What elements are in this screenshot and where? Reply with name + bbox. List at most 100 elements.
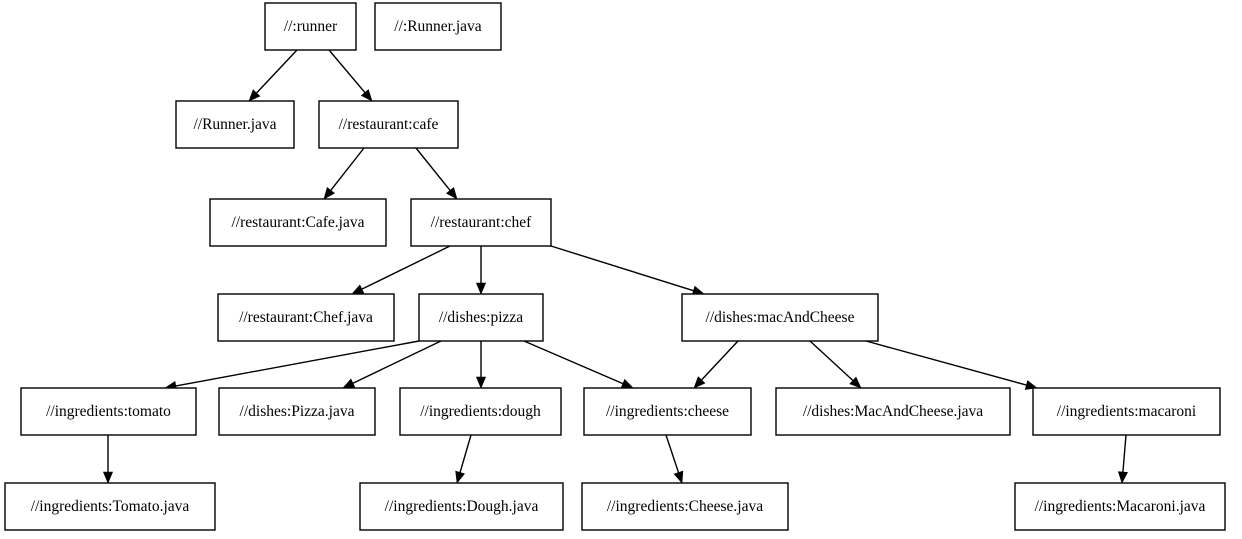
edge-arrowhead bbox=[248, 89, 261, 102]
graph-node-ingredients_cheese[interactable]: //ingredients:cheese bbox=[583, 387, 752, 436]
node-box[interactable] bbox=[20, 387, 197, 436]
edge-line bbox=[459, 434, 472, 473]
graph-node-runner_java[interactable]: //Runner.java bbox=[175, 100, 295, 149]
node-box[interactable] bbox=[418, 293, 544, 342]
node-label: //ingredients:Dough.java bbox=[385, 498, 539, 515]
edge-line bbox=[809, 340, 854, 382]
graph-edge bbox=[665, 434, 684, 484]
node-box[interactable] bbox=[581, 482, 789, 531]
edge-line bbox=[256, 49, 298, 94]
graph-node-ingredients_cheese_java[interactable]: //ingredients:Cheese.java bbox=[581, 482, 789, 531]
node-label: //restaurant:Chef.java bbox=[239, 309, 373, 326]
node-box[interactable] bbox=[359, 482, 564, 531]
edge-arrowhead bbox=[445, 187, 458, 200]
node-box[interactable] bbox=[217, 293, 395, 342]
graph-edge bbox=[455, 434, 472, 484]
graph-node-dishes_pizza[interactable]: //dishes:pizza bbox=[418, 293, 544, 342]
node-label: //ingredients:Tomato.java bbox=[31, 498, 190, 515]
node-label: //restaurant:Cafe.java bbox=[232, 214, 365, 231]
edge-arrowhead bbox=[323, 186, 335, 200]
node-box[interactable] bbox=[318, 100, 459, 149]
graph-edge bbox=[342, 340, 442, 389]
nodes-layer: //:runner //:Runner.java //Runner.java //re… bbox=[4, 2, 1226, 531]
edge-line bbox=[415, 147, 451, 191]
node-box[interactable] bbox=[175, 100, 295, 149]
graph-edge bbox=[809, 340, 862, 389]
graph-edge bbox=[475, 341, 487, 389]
graph-node-ingredients_macaroni[interactable]: //ingredients:macaroni bbox=[1032, 387, 1221, 436]
graph-node-dishes_macandcheese_java[interactable]: //dishes:MacAndCheese.java bbox=[775, 387, 1011, 436]
edge-arrowhead bbox=[102, 471, 114, 484]
edge-arrowhead bbox=[455, 470, 466, 484]
node-box[interactable] bbox=[264, 2, 357, 51]
edge-arrowhead bbox=[1117, 471, 1128, 484]
edge-arrowhead bbox=[693, 376, 706, 389]
graph-edge bbox=[102, 435, 114, 484]
edge-line bbox=[523, 340, 624, 385]
edge-arrowhead bbox=[342, 378, 356, 389]
graph-edge bbox=[351, 245, 451, 295]
edge-arrowhead bbox=[620, 378, 634, 389]
edge-line bbox=[328, 49, 366, 94]
edge-line bbox=[865, 340, 1027, 386]
edge-line bbox=[352, 340, 442, 384]
edge-arrowhead bbox=[475, 282, 487, 295]
graph-node-ingredients_tomato[interactable]: //ingredients:tomato bbox=[20, 387, 197, 436]
edge-arrowhead bbox=[849, 376, 862, 389]
edge-line bbox=[701, 340, 739, 381]
node-box[interactable] bbox=[218, 387, 376, 436]
node-label: //dishes:Pizza.java bbox=[240, 403, 355, 420]
node-box[interactable] bbox=[209, 198, 387, 247]
node-box[interactable] bbox=[374, 2, 502, 51]
graph-node-ingredients_dough_java[interactable]: //ingredients:Dough.java bbox=[359, 482, 564, 531]
node-label: //dishes:pizza bbox=[439, 309, 523, 326]
node-label: //Runner.java bbox=[193, 116, 276, 133]
graph-edge bbox=[323, 147, 365, 200]
node-box[interactable] bbox=[1032, 387, 1221, 436]
graph-edge bbox=[328, 49, 373, 102]
edge-line bbox=[330, 147, 365, 191]
node-label: //restaurant:cafe bbox=[339, 116, 439, 133]
graph-node-restaurant_cafe[interactable]: //restaurant:cafe bbox=[318, 100, 459, 149]
graph-edge bbox=[550, 245, 705, 296]
graph-edge bbox=[248, 49, 298, 102]
node-label: //dishes:MacAndCheese.java bbox=[803, 403, 983, 420]
edge-arrowhead bbox=[351, 284, 365, 295]
edge-line bbox=[361, 245, 451, 290]
graph-node-ingredients_dough[interactable]: //ingredients:dough bbox=[399, 387, 562, 436]
graph-node-ingredients_macaroni_java[interactable]: //ingredients:Macaroni.java bbox=[1014, 482, 1226, 531]
node-box[interactable] bbox=[410, 198, 552, 247]
node-box[interactable] bbox=[1014, 482, 1226, 531]
edge-arrowhead bbox=[360, 89, 373, 102]
node-label: //ingredients:tomato bbox=[46, 403, 171, 420]
graph-edge bbox=[475, 246, 487, 295]
graph-node-restaurant_chef[interactable]: //restaurant:chef bbox=[410, 198, 552, 247]
edge-arrowhead bbox=[673, 470, 684, 484]
node-label: //ingredients:Macaroni.java bbox=[1035, 498, 1206, 515]
node-label: //ingredients:dough bbox=[420, 403, 541, 420]
edge-arrowhead bbox=[475, 376, 487, 389]
node-box[interactable] bbox=[399, 387, 562, 436]
node-box[interactable] bbox=[775, 387, 1011, 436]
node-label: //:runner bbox=[284, 18, 338, 35]
node-box[interactable] bbox=[681, 293, 879, 342]
graph-edge bbox=[415, 147, 458, 200]
graph-node-restaurant_cafe_java[interactable]: //restaurant:Cafe.java bbox=[209, 198, 387, 247]
node-box[interactable] bbox=[583, 387, 752, 436]
graph-node-runner[interactable]: //:runner bbox=[264, 2, 357, 51]
edge-line bbox=[175, 340, 420, 387]
edge-line bbox=[550, 245, 694, 292]
node-label: //:Runner.java bbox=[394, 18, 482, 35]
graph-edge bbox=[523, 340, 634, 389]
graph-node-dishes_pizza_java[interactable]: //dishes:Pizza.java bbox=[218, 387, 376, 436]
graph-node-restaurant_chef_java[interactable]: //restaurant:Chef.java bbox=[217, 293, 395, 342]
edge-line bbox=[665, 434, 680, 473]
node-box[interactable] bbox=[4, 482, 216, 531]
graph-node-root_runner_java[interactable]: //:Runner.java bbox=[374, 2, 502, 51]
edge-line bbox=[1122, 434, 1127, 473]
node-label: //restaurant:chef bbox=[431, 214, 533, 231]
graph-node-dishes_macandcheese[interactable]: //dishes:macAndCheese bbox=[681, 293, 879, 342]
graph-node-ingredients_tomato_java[interactable]: //ingredients:Tomato.java bbox=[4, 482, 216, 531]
